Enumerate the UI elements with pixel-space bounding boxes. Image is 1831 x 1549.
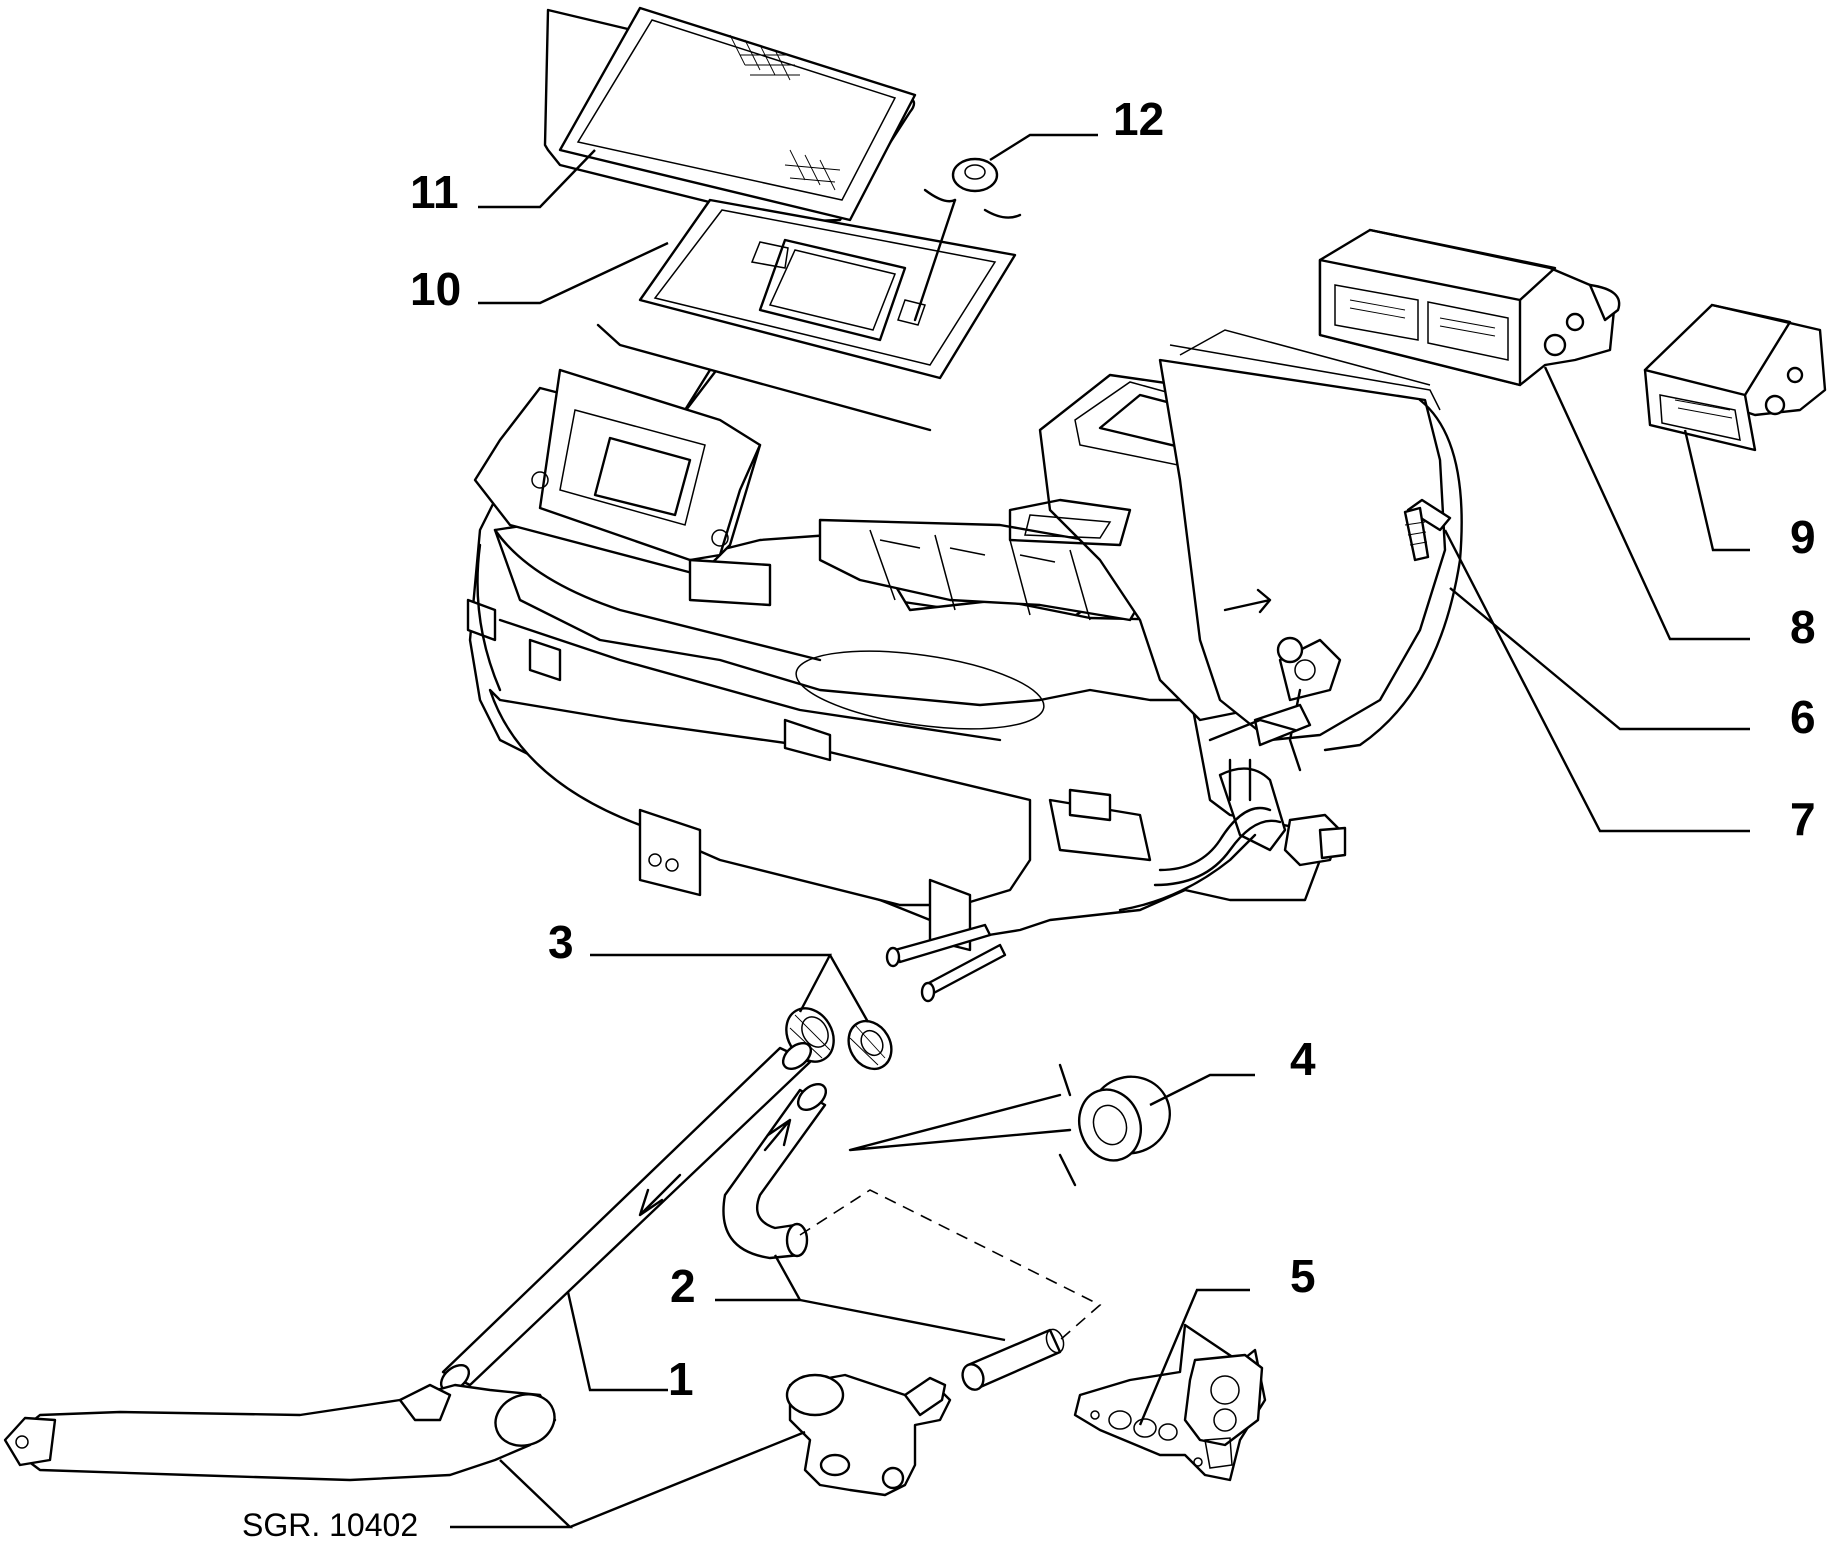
part-8-air-vent (1318, 228, 1621, 387)
heater-pipe-assembly (3, 1383, 557, 1482)
part-10-filter-frame (638, 198, 1017, 380)
part-5-mounting-bracket (1073, 1323, 1267, 1482)
part-11-air-filter (543, 6, 917, 224)
callout-6: 6 (1790, 691, 1816, 743)
part-2-curved-hose (722, 1082, 1065, 1391)
callout-11: 11 (410, 166, 459, 218)
callout-4: 4 (1290, 1033, 1316, 1085)
callout-5: 5 (1290, 1250, 1316, 1302)
drawing-reference: SGR. 10402 (242, 1507, 418, 1543)
part-6-heater-unit (466, 329, 1463, 952)
alignment-dashed-line (799, 1189, 1102, 1341)
callout-8: 8 (1790, 601, 1816, 653)
leader-lines (450, 133, 1750, 1529)
water-valve-fitting (785, 1373, 952, 1497)
callout-12: 12 (1113, 93, 1164, 145)
callout-1: 1 (668, 1353, 694, 1405)
part-4-grommet (848, 1063, 1171, 1187)
callout-10: 10 (410, 263, 461, 315)
part-1-straight-hose (439, 1041, 813, 1393)
callout-7: 7 (1790, 793, 1816, 845)
callout-2: 2 (670, 1260, 696, 1312)
part-12-clip (913, 157, 1022, 322)
callout-3: 3 (548, 916, 574, 968)
callout-numbers: 11 10 12 3 4 5 2 1 9 8 6 7 (410, 93, 1816, 1405)
part-9-side-vent (1643, 303, 1827, 452)
part-7-screw (1403, 498, 1452, 562)
mounting-bolts (885, 923, 1007, 1003)
callout-9: 9 (1790, 511, 1816, 563)
